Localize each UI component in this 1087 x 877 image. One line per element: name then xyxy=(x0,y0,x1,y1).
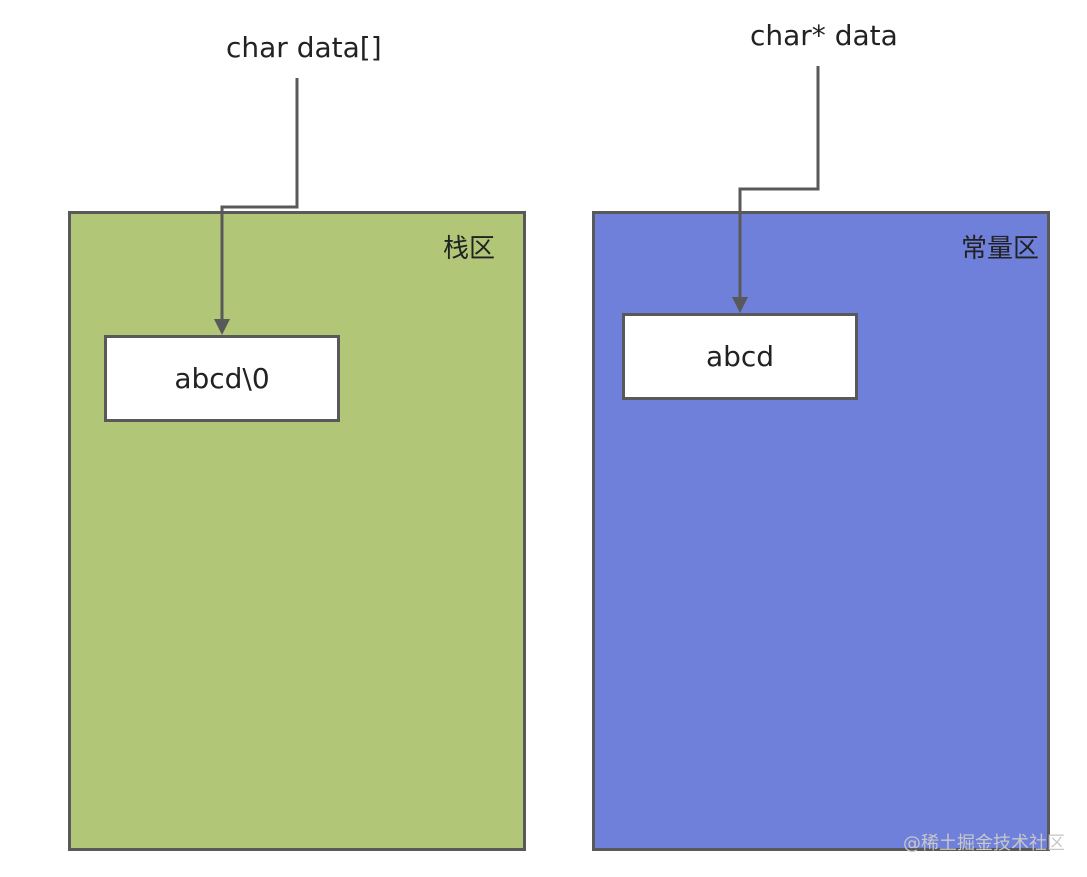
stack-string-cell: abcd\0 xyxy=(104,335,340,422)
array-pointer-arrow xyxy=(220,78,299,327)
stack-region-title: 栈区 xyxy=(442,234,495,264)
array-pointer-arrowhead xyxy=(214,319,230,335)
pointer-arrowhead xyxy=(732,297,748,313)
stack-region: 栈区 xyxy=(68,211,526,851)
pointer-arrow xyxy=(738,66,820,305)
array-pointer-label: char data[] xyxy=(226,31,382,64)
pointer-label: char* data xyxy=(750,19,898,52)
watermark: @稀土掘金技术社区 xyxy=(903,833,1065,854)
constant-string-cell: abcd xyxy=(622,313,858,400)
constant-region-title: 常量区 xyxy=(960,234,1039,264)
